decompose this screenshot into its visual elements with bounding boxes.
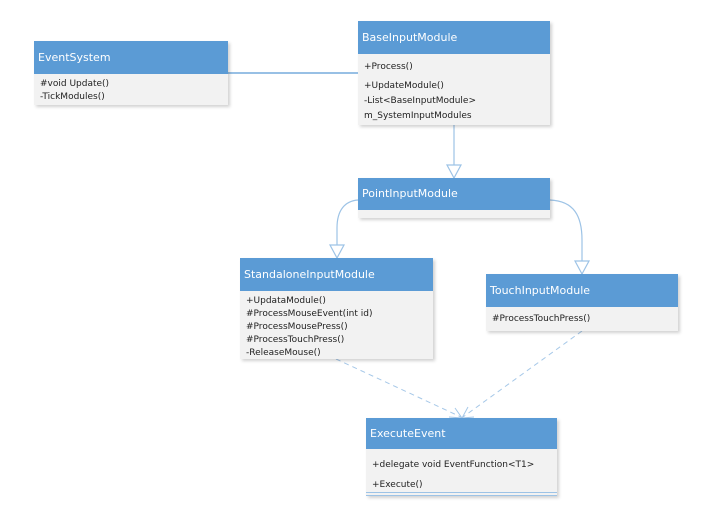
class-header-touchinputmodule: TouchInputModule bbox=[486, 274, 678, 307]
class-header-pointinputmodule: PointInputModule bbox=[358, 178, 550, 210]
member-eventfunction-delegate: +delegate void EventFunction<T1> bbox=[372, 460, 535, 470]
class-members-touchinputmodule: #ProcessTouchPress() bbox=[486, 307, 678, 326]
member-list-baseinputmodule: -List<BaseInputModule> bbox=[364, 96, 477, 106]
class-members-executeevent: +delegate void EventFunction<T1> +Execut… bbox=[366, 449, 557, 494]
compartment-divider bbox=[366, 495, 557, 496]
member-processmousepress: #ProcessMousePress() bbox=[246, 322, 348, 332]
class-box-touchinputmodule[interactable]: TouchInputModule #ProcessTouchPress() bbox=[486, 274, 678, 331]
member-tickmodules: -TickModules() bbox=[40, 92, 105, 102]
member-releasemouse: -ReleaseMouse() bbox=[246, 348, 321, 358]
class-box-executeevent[interactable]: ExecuteEvent +delegate void EventFunctio… bbox=[366, 418, 557, 496]
member-execute: +Execute() bbox=[372, 480, 423, 490]
dependency-arrow-standalone-execute bbox=[335, 358, 464, 419]
class-box-baseinputmodule[interactable]: BaseInputModule +Process() +UpdateModule… bbox=[358, 21, 550, 125]
class-members-baseinputmodule: +Process() +UpdateModule() -List<BaseInp… bbox=[358, 54, 550, 124]
member-updatamodule: +UpdataModule() bbox=[246, 296, 326, 306]
compartment-divider bbox=[366, 492, 557, 493]
class-box-standaloneinputmodule[interactable]: StandaloneInputModule +UpdataModule() #P… bbox=[240, 258, 433, 359]
class-header-eventsystem: EventSystem bbox=[34, 41, 228, 74]
class-box-pointinputmodule[interactable]: PointInputModule bbox=[358, 178, 550, 218]
member-updatemodule: +UpdateModule() bbox=[364, 81, 444, 91]
inheritance-arrow-pointinput-baseinput bbox=[445, 125, 463, 180]
class-box-eventsystem[interactable]: EventSystem #void Update() -TickModules(… bbox=[34, 41, 228, 105]
class-members-eventsystem: #void Update() -TickModules() bbox=[34, 74, 228, 104]
inheritance-arrow-touchinput-pointinput bbox=[549, 199, 591, 276]
inheritance-arrow-standalone-pointinput bbox=[328, 199, 359, 260]
member-processtouchpress: #ProcessTouchPress() bbox=[246, 335, 345, 345]
class-members-standaloneinputmodule: +UpdataModule() #ProcessMouseEvent(int i… bbox=[240, 291, 433, 360]
member-process: +Process() bbox=[364, 62, 413, 72]
class-header-baseinputmodule: BaseInputModule bbox=[358, 21, 550, 54]
class-header-standaloneinputmodule: StandaloneInputModule bbox=[240, 258, 433, 291]
member-update: #void Update() bbox=[40, 79, 110, 89]
member-processtouchpress: #ProcessTouchPress() bbox=[492, 314, 591, 324]
member-processmouseevent: #ProcessMouseEvent(int id) bbox=[246, 309, 373, 319]
dependency-arrow-touchinput-execute bbox=[461, 330, 583, 419]
class-header-executeevent: ExecuteEvent bbox=[366, 418, 557, 449]
member-systeminputmodules: m_SystemInputModules bbox=[364, 111, 472, 121]
